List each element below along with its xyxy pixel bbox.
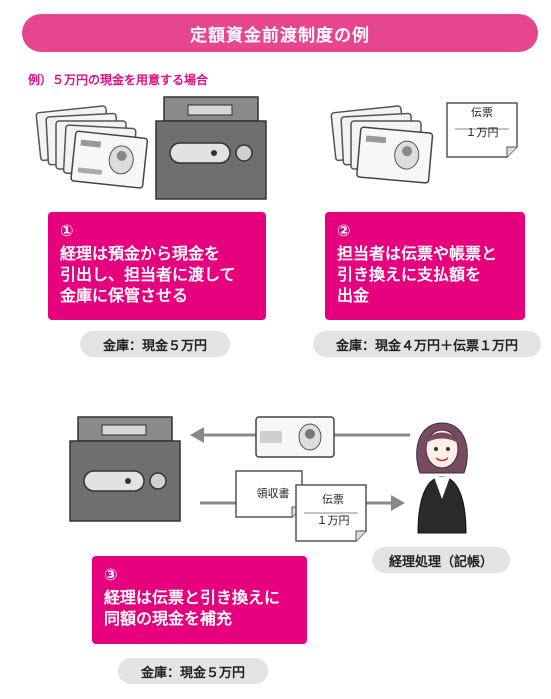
slip-icon <box>295 484 367 542</box>
step2-slip-amount: １万円 <box>465 126 499 139</box>
slip-icon <box>446 102 518 158</box>
step3-number: ③ <box>104 565 118 584</box>
receipt-label: 領収書 <box>256 487 290 500</box>
step1-number: ① <box>60 221 74 240</box>
step2-line: 引き換えに支払額を <box>337 265 482 284</box>
example-caption: 例）５万円の現金を用意する場合 <box>28 73 209 87</box>
step2-line: 担当者は伝票や帳票と <box>337 244 498 263</box>
step3-line: 経理は伝票と引き換えに <box>104 588 281 607</box>
step3-slip-amount: １万円 <box>316 514 350 527</box>
step2-number: ② <box>337 221 351 240</box>
page-title: 定額資金前渡制度の例 <box>22 14 538 52</box>
step1-box: ① 経理は預金から現金を 引出し、担当者に渡して 金庫に保管させる <box>48 212 266 320</box>
banknote-stack-icon <box>330 105 434 184</box>
person-icon <box>416 422 468 534</box>
step1-illustration <box>35 96 267 200</box>
step3-slip-label: 伝票 <box>322 493 344 506</box>
step3-result: 金庫：現金５万円 <box>118 658 268 684</box>
step3-illustration <box>69 416 468 542</box>
step1-line: 金庫に保管させる <box>60 286 189 305</box>
step2-line: 出金 <box>337 286 370 305</box>
step1-line: 引出し、担当者に渡して <box>60 265 236 284</box>
step2-box: ② 担当者は伝票や帳票と 引き換えに支払額を 出金 <box>325 212 525 320</box>
step3-line: 同額の現金を補充 <box>104 609 233 628</box>
banknote-icon <box>255 416 335 458</box>
step2-illustration <box>330 102 518 184</box>
step1-line: 経理は預金から現金を <box>60 244 221 263</box>
accounting-label: 経理処理（記帳） <box>372 547 510 573</box>
step2-result: 金庫：現金４万円＋伝票１万円 <box>313 331 541 357</box>
step2-slip-label: 伝票 <box>471 106 493 119</box>
step1-result: 金庫：現金５万円 <box>80 331 230 357</box>
safe-icon <box>69 416 181 522</box>
banknote-stack-icon <box>35 105 149 189</box>
step3-box: ③ 経理は伝票と引き換えに 同額の現金を補充 <box>92 556 307 644</box>
safe-icon <box>155 96 267 200</box>
